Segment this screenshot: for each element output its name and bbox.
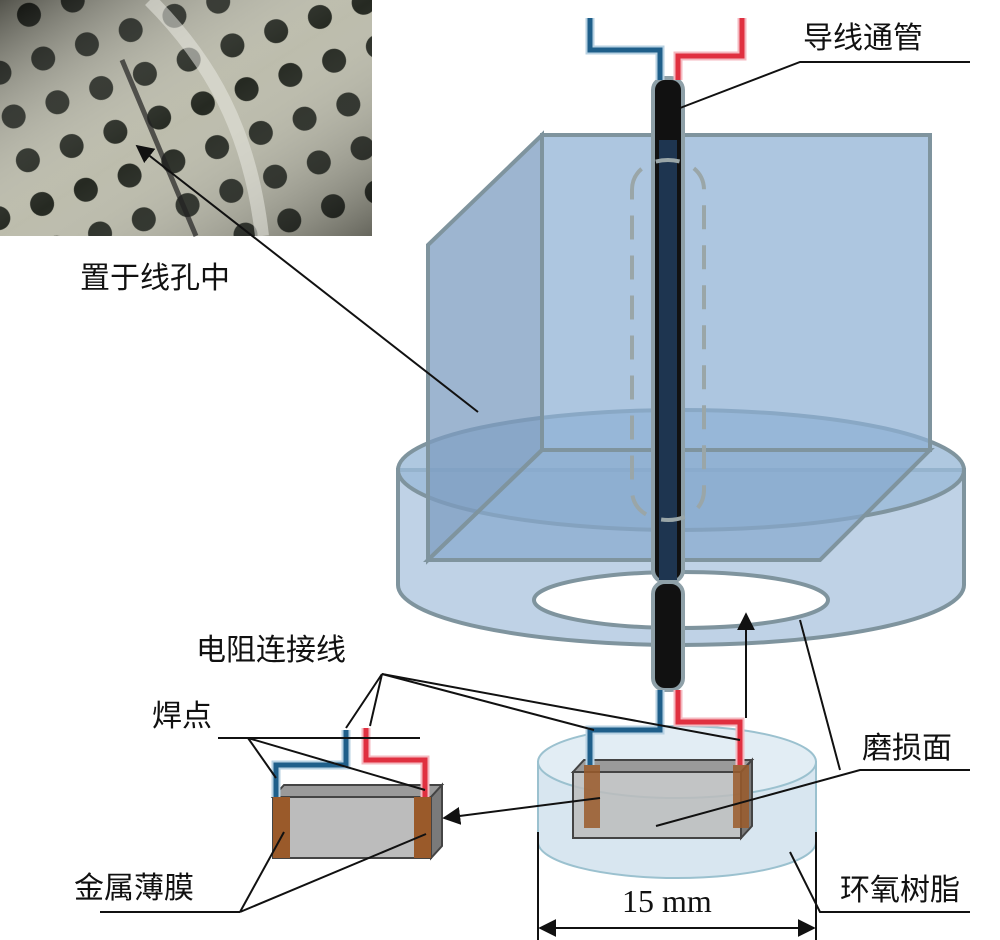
label-wear-surface: 磨损面 bbox=[862, 731, 952, 766]
label-solder-point: 焊点 bbox=[152, 699, 212, 734]
sensor-chip-detail bbox=[270, 728, 445, 861]
bearing-photo bbox=[0, 0, 372, 237]
lower-wires bbox=[585, 690, 745, 765]
label-wire-tube: 导线通管 bbox=[803, 21, 923, 56]
label-metal-film: 金属薄膜 bbox=[74, 871, 194, 906]
label-in-hole: 置于线孔中 bbox=[80, 261, 230, 296]
label-resistor-wire: 电阻连接线 bbox=[196, 633, 346, 668]
wire-tube bbox=[630, 76, 706, 692]
label-epoxy: 环氧树脂 bbox=[840, 873, 960, 908]
leader-lines bbox=[100, 61, 970, 940]
top-wires bbox=[585, 18, 747, 80]
epoxy-puck bbox=[537, 725, 817, 879]
label-dimension: 15 mm bbox=[622, 883, 712, 919]
